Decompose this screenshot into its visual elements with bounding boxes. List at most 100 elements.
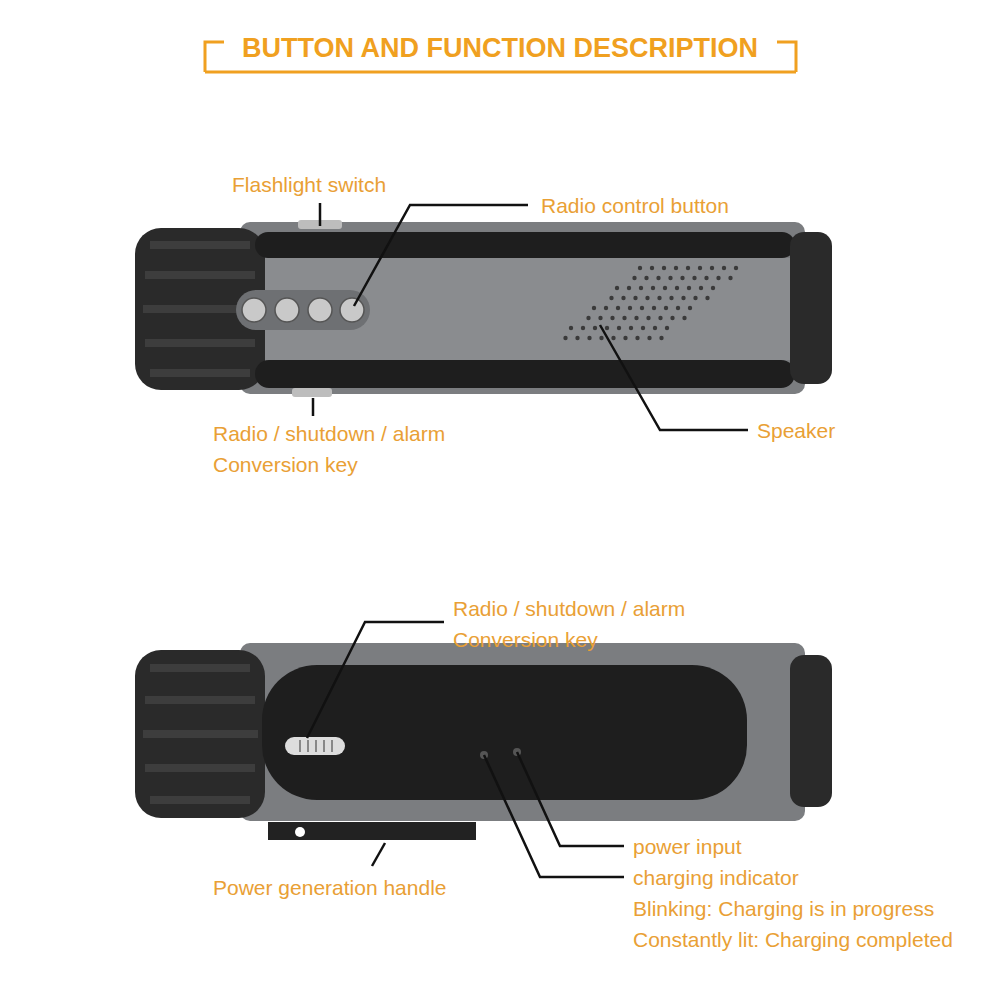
speaker-hole: [681, 296, 685, 300]
speaker-hole: [639, 286, 643, 290]
callout-label: Constantly lit: Charging completed: [633, 924, 953, 955]
speaker-hole: [693, 296, 697, 300]
speaker-hole: [680, 276, 684, 280]
callout-label: Blinking: Charging is in progress: [633, 893, 934, 924]
speaker-hole: [698, 266, 702, 270]
speaker-hole: [688, 306, 692, 310]
speaker-hole: [674, 266, 678, 270]
speaker-hole: [629, 326, 633, 330]
leader-line: [319, 203, 322, 226]
callout-label: power input: [633, 831, 742, 862]
speaker-hole: [716, 276, 720, 280]
speaker-hole: [633, 296, 637, 300]
callout-label: Flashlight switch: [232, 169, 386, 200]
leader-line: [484, 755, 624, 877]
speaker-hole: [623, 336, 627, 340]
callout-label: Speaker: [757, 415, 835, 446]
flashlight-bottom: [135, 643, 832, 840]
speaker-hole: [656, 276, 660, 280]
speaker-hole: [599, 336, 603, 340]
speaker-hole: [705, 296, 709, 300]
leader-line: [354, 205, 528, 306]
speaker-hole: [704, 276, 708, 280]
end-cap: [790, 655, 832, 807]
speaker-hole: [699, 286, 703, 290]
speaker-hole: [635, 336, 639, 340]
head: [135, 228, 265, 390]
title-bracket: [777, 42, 796, 72]
speaker-hole: [638, 266, 642, 270]
leader-lines: [307, 203, 748, 877]
speaker-hole: [587, 336, 591, 340]
title-bracket: [205, 71, 796, 74]
body: [240, 643, 805, 821]
speaker-hole: [668, 276, 672, 280]
leader-line: [307, 622, 444, 738]
head: [135, 650, 265, 818]
speaker-hole: [669, 296, 673, 300]
strip: [255, 360, 795, 388]
leader-line: [372, 843, 385, 866]
leader-line: [517, 752, 624, 846]
speaker-hole: [653, 326, 657, 330]
speaker-grille: [563, 266, 738, 340]
speaker-hole: [711, 286, 715, 290]
speaker-hole: [722, 266, 726, 270]
speaker-hole: [609, 296, 613, 300]
speaker-hole: [728, 276, 732, 280]
speaker-hole: [675, 286, 679, 290]
speaker-hole: [645, 296, 649, 300]
speaker-hole: [621, 296, 625, 300]
slide-switch: [285, 737, 345, 755]
speaker-hole: [610, 316, 614, 320]
speaker-hole: [644, 276, 648, 280]
speaker-hole: [659, 336, 663, 340]
switch-knob: [292, 388, 332, 397]
speaker-hole: [569, 326, 573, 330]
speaker-hole: [604, 306, 608, 310]
speaker-hole: [586, 316, 590, 320]
crank-handle: [268, 822, 476, 840]
speaker-hole: [616, 306, 620, 310]
speaker-hole: [670, 316, 674, 320]
speaker-hole: [622, 316, 626, 320]
speaker-hole: [676, 306, 680, 310]
speaker-hole: [664, 306, 668, 310]
speaker-hole: [641, 326, 645, 330]
speaker-hole: [647, 336, 651, 340]
speaker-hole: [581, 326, 585, 330]
title: BUTTON AND FUNCTION DESCRIPTION: [242, 31, 758, 65]
speaker-hole: [665, 326, 669, 330]
speaker-hole: [651, 286, 655, 290]
speaker-hole: [682, 316, 686, 320]
body: [240, 222, 805, 394]
speaker-hole: [598, 316, 602, 320]
speaker-hole: [634, 316, 638, 320]
leader-line: [600, 325, 748, 430]
speaker-hole: [652, 306, 656, 310]
speaker-hole: [686, 266, 690, 270]
speaker-hole: [617, 326, 621, 330]
callout-label: charging indicator: [633, 862, 799, 893]
speaker-hole: [687, 286, 691, 290]
slide-ridges: [300, 740, 332, 752]
leader-line: [312, 398, 315, 416]
button: [308, 298, 332, 322]
speaker-hole: [640, 306, 644, 310]
end-cap: [790, 232, 832, 384]
speaker-hole: [627, 286, 631, 290]
speaker-hole: [575, 336, 579, 340]
speaker-hole: [593, 326, 597, 330]
speaker-hole: [611, 336, 615, 340]
speaker-hole: [710, 266, 714, 270]
speaker-hole: [658, 316, 662, 320]
panel: [265, 258, 790, 360]
button-panel: [236, 290, 370, 330]
speaker-hole: [662, 266, 666, 270]
title-bracket: [205, 42, 224, 72]
speaker-hole: [663, 286, 667, 290]
speaker-hole: [592, 306, 596, 310]
callout-label: Radio / shutdown / alarm Conversion key: [213, 418, 503, 480]
button: [275, 298, 299, 322]
